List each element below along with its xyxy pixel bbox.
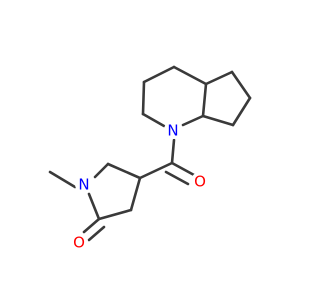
atom-label-n1: N — [167, 122, 178, 140]
lactam-oxygen: O — [70, 233, 88, 252]
bond — [170, 138, 176, 165]
bond — [141, 80, 146, 116]
bond — [93, 162, 110, 179]
carbonyl-oxygen: O — [191, 172, 209, 191]
bond — [231, 96, 252, 127]
piperidine-nitrogen: N — [164, 121, 182, 140]
bond — [172, 65, 208, 86]
bond — [48, 170, 77, 189]
bond — [141, 112, 166, 128]
bond — [142, 65, 176, 84]
molecule-diagram: N N O O — [48, 65, 252, 252]
bond — [230, 70, 252, 100]
bond — [129, 176, 142, 212]
bond — [181, 114, 205, 127]
bond — [201, 82, 208, 118]
atom-label-n2: N — [78, 176, 89, 194]
bond — [170, 161, 196, 177]
bond — [204, 70, 234, 86]
atom-label-o2: O — [73, 234, 85, 252]
atom-labels: N N O O — [70, 121, 209, 252]
bonds — [48, 65, 252, 242]
atom-label-o1: O — [194, 173, 206, 191]
bond — [201, 114, 235, 127]
bond — [87, 225, 106, 242]
bond — [138, 161, 174, 180]
bond — [82, 217, 101, 234]
bond — [106, 162, 142, 180]
lactam-nitrogen: N — [75, 175, 93, 194]
bond — [97, 208, 133, 221]
bond — [87, 192, 101, 221]
bond — [164, 170, 190, 186]
